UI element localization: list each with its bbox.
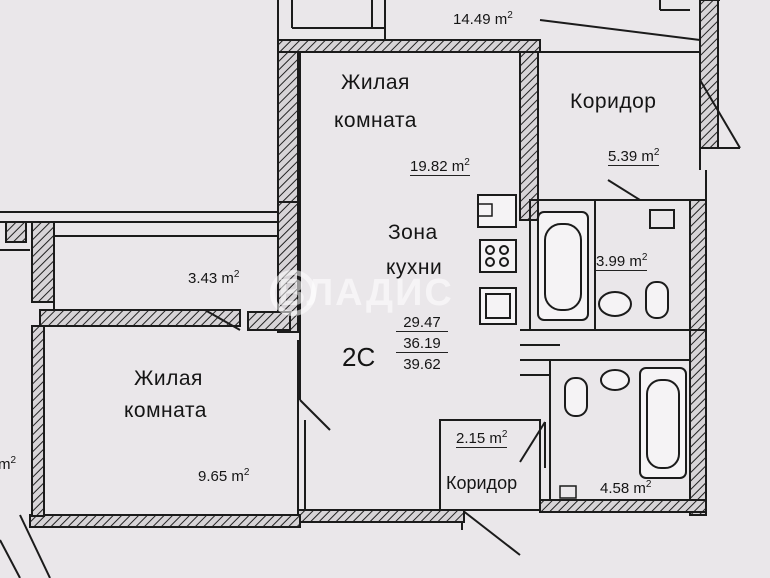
stove	[479, 239, 517, 273]
living-second-title-line1: Жилая	[134, 367, 203, 390]
wall-living-left	[277, 51, 299, 203]
living-second-area-value: 9.65 m	[198, 468, 244, 485]
watermark-logo	[270, 270, 316, 316]
living-main-area-value: 19.82 m	[410, 158, 465, 175]
corridor-bottom-area-value: 2.15 m	[456, 430, 502, 447]
left-edge-area-value: m	[0, 456, 11, 473]
toilet-1	[645, 281, 669, 319]
bath-area-label: 3.99 m2	[596, 252, 648, 271]
walls	[0, 0, 741, 578]
wall-bottom	[297, 509, 465, 523]
top-area-value: 14.49 m	[453, 11, 508, 28]
living-main-title-line1: Жилая	[341, 71, 410, 94]
bathtub-2	[639, 367, 687, 479]
living-main-title-line2: комната	[334, 109, 417, 132]
corridor-bottom-title: Коридор	[446, 473, 518, 493]
bath2-area-value: 4.58 m	[600, 480, 646, 497]
corridor-bottom-area-label: 2.15 m2	[456, 429, 508, 448]
sink-1	[598, 291, 632, 317]
bathtub-1	[537, 211, 589, 321]
corridor-top-title: Коридор	[570, 90, 657, 113]
watermark-text: ВЛАДИС	[278, 272, 454, 314]
sink-2	[600, 369, 630, 391]
bath2-area-label: 4.58 m2	[600, 479, 652, 497]
total-area-with-balcony: 39.62	[403, 356, 441, 373]
living-main-area-label: 19.82 m2	[410, 157, 470, 176]
bath-area-value: 3.99 m	[596, 253, 642, 270]
total-area: 36.19	[396, 336, 448, 353]
wall-top-hatch	[277, 39, 541, 53]
corridor-top-area-label: 5.39 m2	[608, 147, 660, 166]
fridge	[477, 194, 517, 228]
kitchen-title-line2: кухни	[386, 256, 443, 279]
living-second-title-line2: комната	[124, 399, 207, 422]
wall-living-right	[519, 51, 539, 221]
corridor-top-area-value: 5.39 m	[608, 148, 654, 165]
kitchen-title-line1: Зона	[388, 221, 438, 244]
apartment-type: 2С	[342, 342, 376, 372]
balcony-area-label: 3.43 m2	[188, 269, 240, 287]
left-edge-area-label: m2	[0, 455, 17, 473]
toilet-2	[564, 377, 588, 417]
balcony-area-value: 3.43 m	[188, 270, 234, 287]
total-living-area: 29.47	[396, 315, 448, 332]
top-area-label: 14.49 m2	[453, 10, 513, 28]
living-second-area-label: 9.65 m2	[198, 467, 250, 485]
totals-block: 29.47 36.19 39.62	[396, 315, 448, 372]
